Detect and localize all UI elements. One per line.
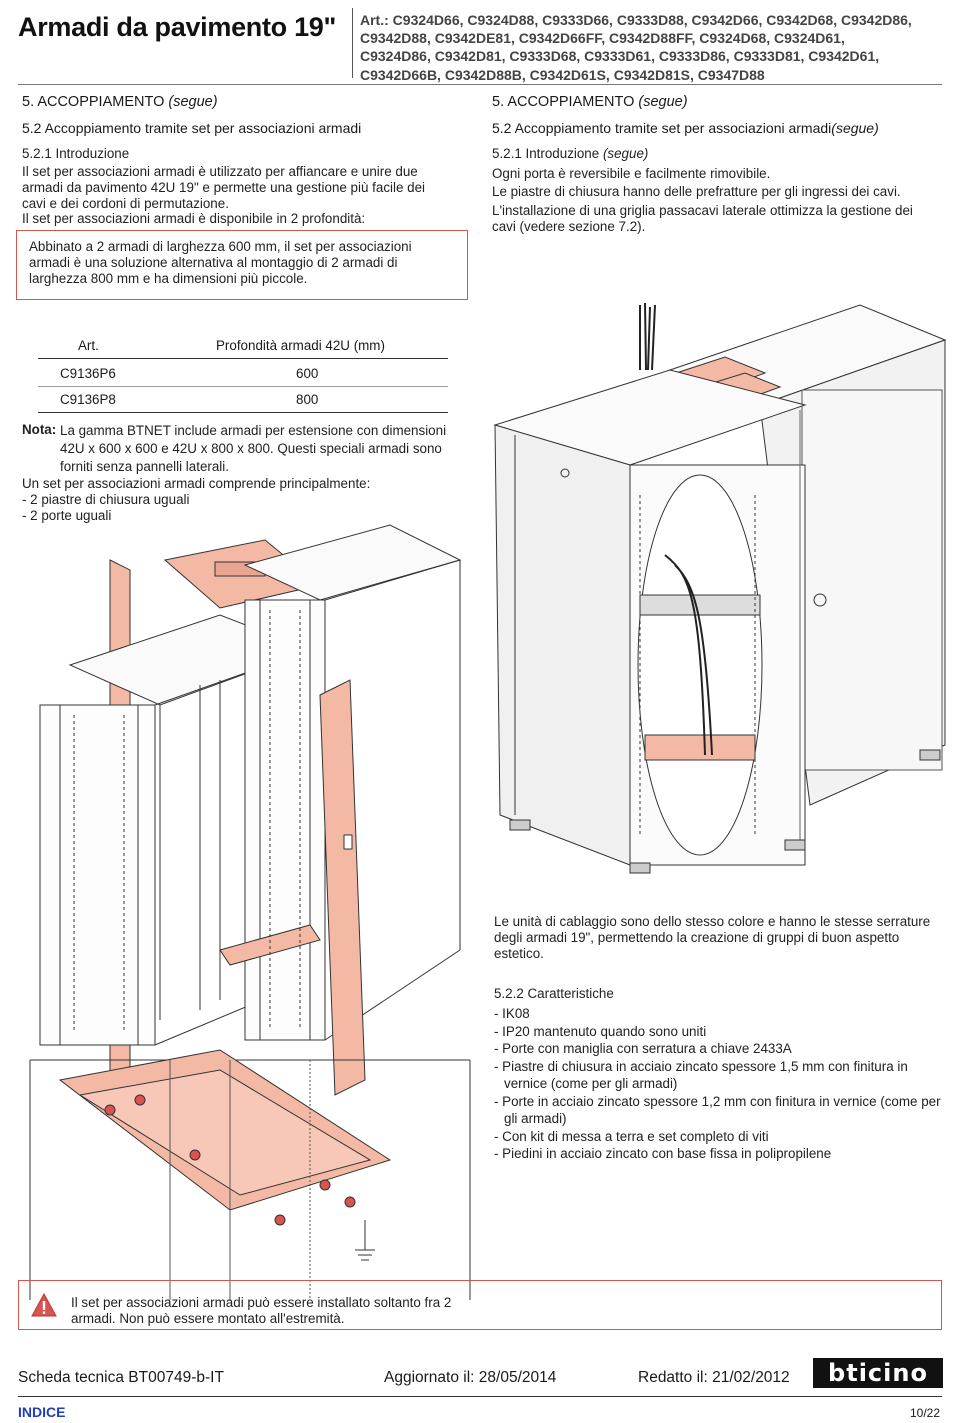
left-section-heading: 5. ACCOPPIAMENTO (segue)	[22, 94, 218, 110]
inner-floor-plate	[644, 734, 756, 761]
table-cell-art: C9136P8	[60, 392, 116, 407]
article-codes: Art.: C9324D66, C9324D88, C9333D66, C933…	[360, 11, 950, 84]
left-subsection-heading: 5.2 Accoppiamento tramite set per associ…	[22, 120, 362, 136]
section-suffix: (segue)	[638, 94, 688, 110]
table-cell-depth: 800	[296, 392, 319, 407]
subsection-title: 5.2 Accoppiamento tramite set per associ…	[492, 120, 832, 136]
right-subsection-heading: 5.2 Accoppiamento tramite set per associ…	[492, 120, 879, 136]
right-line: L'installazione di una griglia passacavi…	[492, 203, 913, 234]
subsub-title: 5.2.1 Introduzione	[492, 146, 600, 161]
document-title: Armadi da pavimento 19"	[18, 12, 336, 42]
feature-item: - Piedini in acciaio zincato con base fi…	[494, 1146, 832, 1161]
warning-triangle-icon	[31, 1293, 57, 1317]
coupled-cabinets-illustration	[493, 302, 947, 874]
features-list: - IK08 - IP20 mantenuto quando sono unit…	[494, 1005, 944, 1163]
set-item: - 2 piastre di chiusura uguali	[22, 492, 190, 507]
set-intro: Un set per associazioni armadi comprende…	[22, 476, 371, 491]
feature-item: - Con kit di messa a terra e set complet…	[494, 1128, 769, 1144]
nota-text: La gamma BTNET include armadi per estens…	[60, 423, 447, 474]
set-item: - 2 porte uguali	[22, 508, 112, 523]
table-bottom-rule	[38, 412, 448, 413]
right-subsub-heading: 5.2.1 Introduzione (segue)	[492, 146, 648, 162]
table-header-rule	[38, 358, 448, 359]
feature-item: - IP20 mantenuto quando sono uniti	[494, 1023, 707, 1039]
table-cell-depth: 600	[296, 366, 319, 381]
section-suffix: (segue)	[168, 94, 218, 110]
right-section-heading: 5. ACCOPPIAMENTO (segue)	[492, 94, 688, 110]
section-title: 5. ACCOPPIAMENTO	[492, 94, 635, 110]
subsection-suffix: (segue)	[831, 120, 879, 136]
drafted-date: Redatto il: 21/02/2012	[638, 1369, 790, 1386]
nota-label: Nota:	[22, 422, 57, 437]
highlighted-note-box: Abbinato a 2 armadi di larghezza 600 mm,…	[16, 230, 468, 300]
table-cell-art: C9136P6	[60, 366, 116, 381]
table-row: C9136P8 800	[38, 392, 446, 416]
art-codes-line-3: C9324D86, C9342D81, C9333D68, C9333D61, …	[360, 48, 880, 65]
feature-item: - IK08	[494, 1006, 530, 1021]
table-row: C9136P6 600	[38, 366, 446, 390]
table-header-depth: Profondità armadi 42U (mm)	[216, 338, 385, 353]
feature-item: - Piastre di chiusura in acciaio zincato…	[494, 1058, 908, 1092]
header-rule	[18, 84, 942, 85]
intro-paragraph: Il set per associazioni armadi è utilizz…	[22, 164, 426, 211]
header-divider	[352, 8, 353, 78]
feature-item: - Porte con maniglia con serratura a chi…	[494, 1041, 792, 1056]
right-line: Le piastre di chiusura hanno delle prefr…	[492, 184, 901, 199]
table-row-rule	[38, 386, 448, 387]
warning-box: Il set per associazioni armadi può esser…	[18, 1280, 942, 1330]
nota-block: Nota: La gamma BTNET include armadi per …	[22, 422, 462, 476]
bticino-logo: bticino	[813, 1358, 943, 1388]
table-header-row: Art. Profondità armadi 42U (mm)	[38, 338, 446, 362]
art-codes-line-4: C9342D66B, C9342D88B, C9342D61S, C9342D8…	[360, 66, 765, 83]
units-paragraph: Le unità di cablaggio sono dello stesso …	[494, 914, 931, 961]
art-codes-line-2: C9342D88, C9342DE81, C9342D66FF, C9342D8…	[360, 30, 845, 47]
door-panel	[319, 679, 366, 1096]
page-number: 10/22	[910, 1406, 941, 1420]
left-subsub-heading: 5.2.1 Introduzione	[22, 146, 130, 161]
exploded-cabinet-illustration	[29, 524, 471, 1300]
art-codes-line-1: : C9324D66, C9324D88, C9333D66, C9333D88…	[384, 12, 912, 28]
features-title: 5.2.2 Caratteristiche	[494, 986, 614, 1001]
art-prefix: Art.	[360, 12, 385, 28]
subsub-suffix: (segue)	[602, 146, 649, 161]
table-header-art: Art.	[78, 338, 99, 353]
datasheet-code: Scheda tecnica BT00749-b-IT	[18, 1369, 224, 1386]
section-title: 5. ACCOPPIAMENTO	[22, 94, 165, 110]
index-link[interactable]: INDICE	[18, 1404, 66, 1420]
footer-rule	[18, 1396, 942, 1397]
depth-paragraph: Il set per associazioni armadi è disponi…	[22, 211, 366, 226]
right-line: Ogni porta è reversibile e facilmente ri…	[492, 166, 771, 181]
warning-text: Il set per associazioni armadi può esser…	[71, 1295, 452, 1326]
updated-date: Aggiornato il: 28/05/2014	[384, 1369, 557, 1386]
highlighted-note-text: Abbinato a 2 armadi di larghezza 600 mm,…	[29, 239, 412, 286]
feature-item: - Porte in acciaio zincato spessore 1,2 …	[494, 1093, 941, 1127]
depth-table: Art. Profondità armadi 42U (mm) C9136P6 …	[38, 338, 448, 414]
